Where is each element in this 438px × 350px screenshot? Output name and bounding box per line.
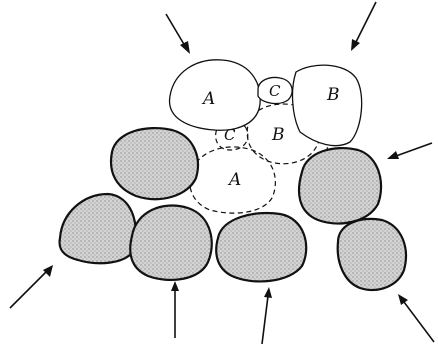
arrow-lower-right	[398, 294, 434, 342]
label-c-lower: C	[224, 126, 236, 144]
label-a-lower: A	[227, 170, 241, 190]
arrow-bottom-center-left	[171, 281, 179, 338]
stone-right-upper	[299, 148, 381, 223]
arrow-lower-left	[10, 265, 53, 308]
arrow-top-right	[351, 2, 376, 51]
label-b-lower: B	[271, 125, 285, 145]
stone-left-upper	[111, 128, 198, 199]
stone-center-left-lower	[130, 206, 211, 280]
stone-right-lower	[338, 219, 406, 290]
label-a-top: A	[201, 89, 215, 109]
stone-center-right-lower	[216, 213, 306, 281]
arrow-top-left	[166, 14, 190, 54]
arrow-right	[387, 143, 432, 159]
label-b-top: B	[326, 85, 340, 105]
grain-b-top-outline	[293, 65, 362, 146]
arrow-bottom-center	[262, 287, 272, 344]
stone-left-lower	[60, 194, 136, 263]
label-c-top: C	[269, 82, 281, 100]
